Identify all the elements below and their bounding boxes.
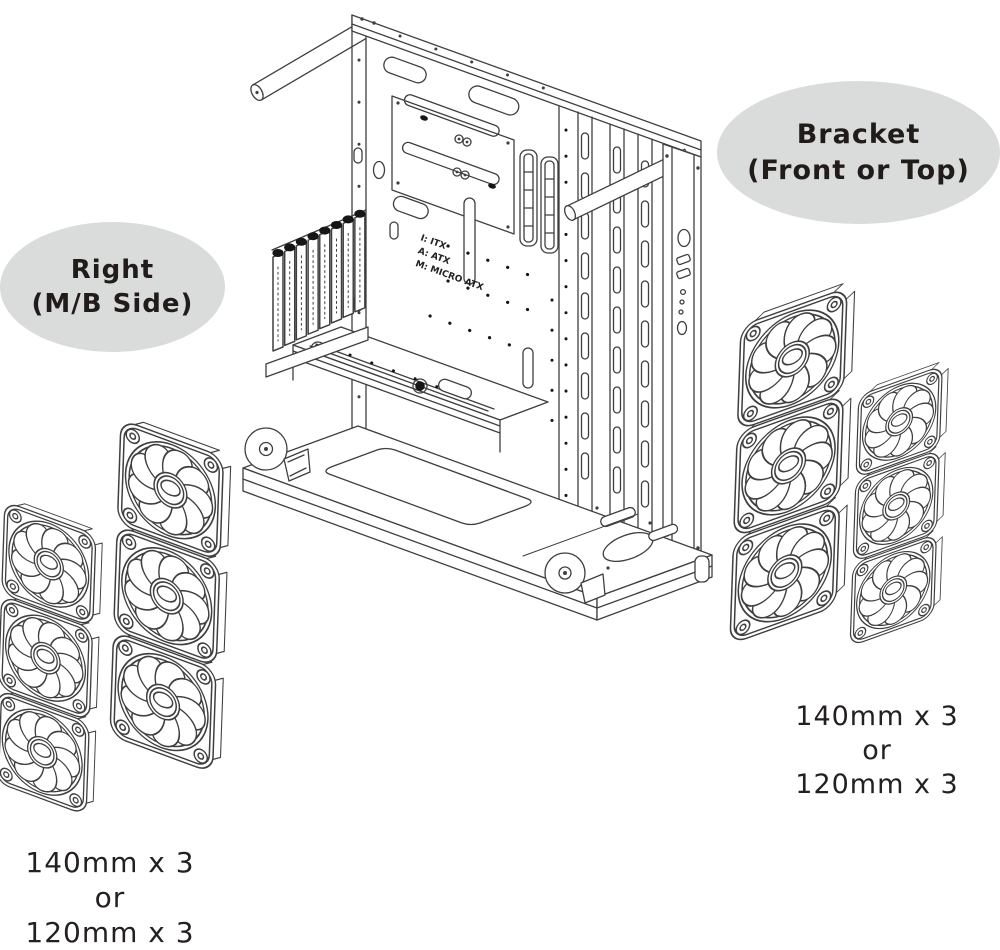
- io-ports: [676, 228, 691, 336]
- caption-left-line2: or: [94, 881, 126, 914]
- pci-slot-covers: [265, 209, 369, 378]
- usb-port-icon: [676, 253, 691, 266]
- fan-stack-right-outer: [850, 359, 948, 646]
- label-right-side-line2: (M/B Side): [31, 289, 194, 319]
- caption-right-line2: or: [862, 735, 892, 766]
- front-panel-column: [662, 143, 702, 562]
- label-right-side-line1: Right: [70, 254, 155, 285]
- caption-left-line1: 140mm x 3: [25, 846, 195, 879]
- label-bracket-line1: Bracket: [796, 118, 921, 150]
- fan-bracket-rails: [564, 111, 653, 542]
- pc-case-drawing: I: ITX A: ATX M: MICRO ATX: [242, 14, 713, 621]
- fan-stack-left-inner: [110, 414, 231, 776]
- caption-right-line3: 120mm x 3: [795, 769, 959, 800]
- power-button-icon: [677, 228, 691, 248]
- fan-stack-left-outer: [0, 497, 103, 818]
- case-base: [242, 425, 713, 621]
- label-bracket: Bracket (Front or Top): [717, 81, 1000, 224]
- label-right-side: Right (M/B Side): [0, 222, 225, 352]
- usb-port-icon: [676, 267, 691, 280]
- case-feet: [244, 427, 710, 604]
- caption-right-line1: 140mm x 3: [795, 701, 959, 732]
- caption-left-line3: 120mm x 3: [25, 916, 195, 949]
- label-bracket-line2: (Front or Top): [747, 154, 970, 186]
- fan-size-caption-right: 140mm x 3 or 120mm x 3: [772, 700, 982, 802]
- fan-size-caption-left: 140mm x 3 or 120mm x 3: [10, 845, 210, 950]
- base-window-cutout: [325, 447, 532, 526]
- fan-stack-right-inner: [730, 279, 855, 644]
